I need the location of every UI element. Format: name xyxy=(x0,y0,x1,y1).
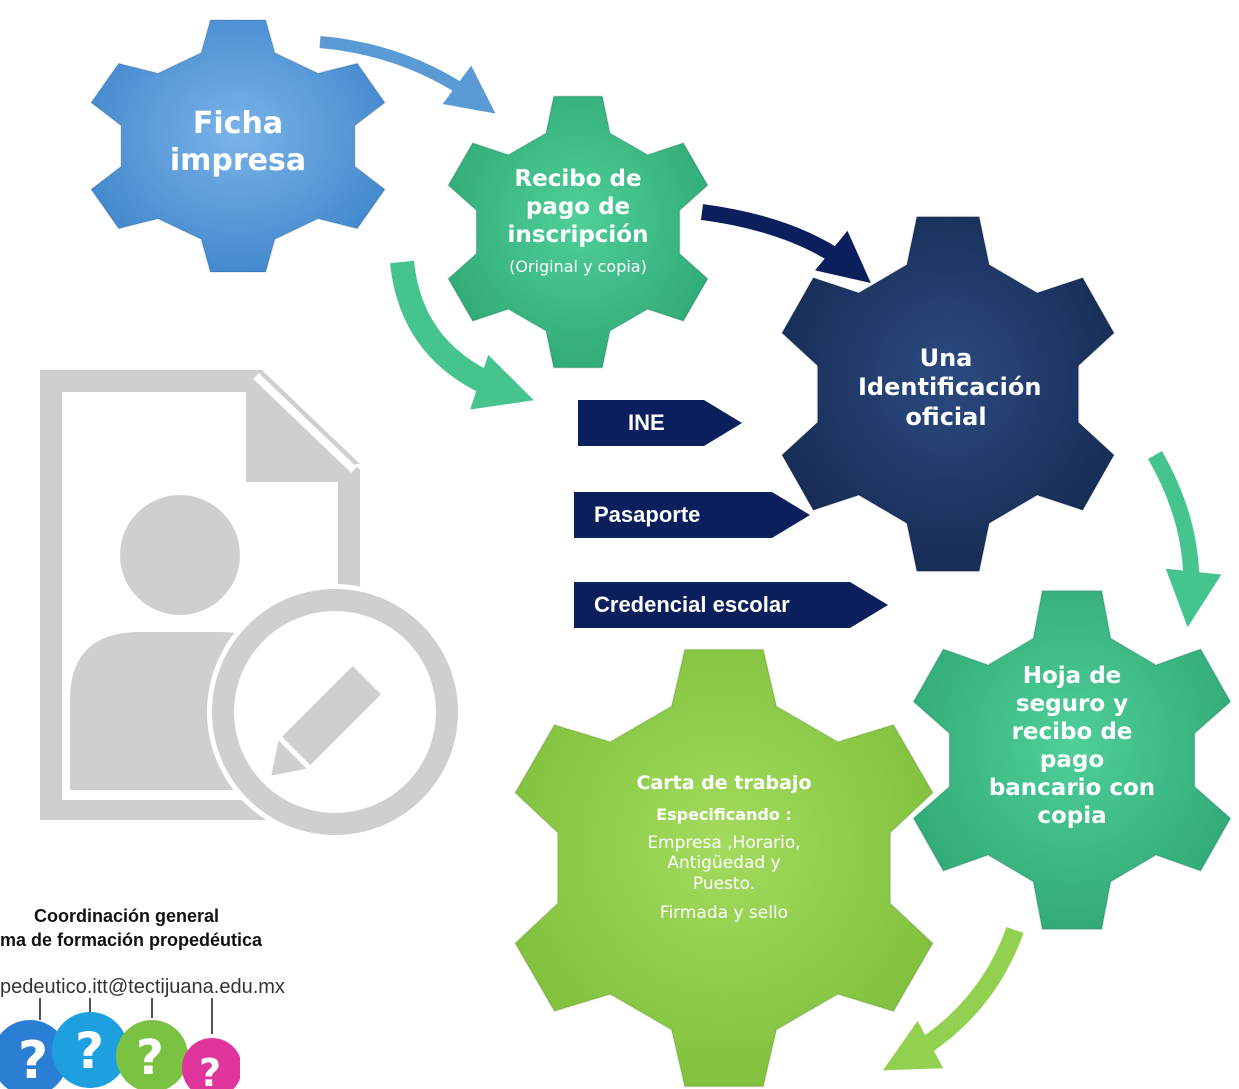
arrow-ficha-to-recibo xyxy=(319,36,496,114)
arrow-hoja-to-carta xyxy=(883,926,1024,1071)
gear-identificacion-label: Una Identificación oficial xyxy=(858,344,1042,432)
id-option-ine-label: INE xyxy=(628,410,665,435)
gear-identificacion-line-2: Identificación xyxy=(858,373,1042,402)
question-badge-icon xyxy=(0,998,68,1089)
id-option-ine: INE xyxy=(578,400,742,446)
arrow-ficha-to-ine xyxy=(390,260,534,410)
gear-carta-title: Carta de trabajo xyxy=(636,772,812,794)
gear-hoja-line-4: pago xyxy=(1039,747,1105,774)
gear-hoja-label: Hoja de seguro y recibo de pago bancario… xyxy=(982,662,1162,830)
footer-line-1: Coordinación general xyxy=(34,906,220,926)
question-mark-1: ? xyxy=(18,1031,48,1089)
gear-identificacion xyxy=(780,215,1116,573)
gear-identificacion-line-3: oficial xyxy=(905,402,987,431)
gear-ficha-line-2: impresa xyxy=(169,142,307,178)
question-badge-icon xyxy=(116,998,188,1089)
gear-recibo-line-2: pago de xyxy=(525,194,631,221)
gear-carta-label: Carta de trabajo Especificando : Empresa… xyxy=(614,772,834,924)
gear-hoja-line-1: Hoja de xyxy=(1022,663,1122,689)
arrow-identificacion-to-hoja xyxy=(1148,451,1222,628)
gear-carta-detail-2: Antigüedad y xyxy=(667,853,781,874)
user-document-edit-icon xyxy=(40,370,463,840)
gear-ficha-label: Ficha impresa xyxy=(150,106,326,179)
question-mark-3: ? xyxy=(136,1030,164,1086)
question-badges: ? ? ? ? xyxy=(0,998,240,1089)
gear-identificacion-line-1: Una xyxy=(919,344,973,372)
gear-ficha xyxy=(89,19,387,273)
question-badge-icon xyxy=(52,998,128,1088)
gear-carta-signature: Firmada y sello xyxy=(659,902,789,923)
gear-recibo-label: Recibo de pago de inscripción (Original … xyxy=(488,165,668,277)
id-option-credencial-label: Credencial escolar xyxy=(594,592,790,617)
gear-hoja-line-6: copia xyxy=(1037,803,1107,830)
gear-ficha-line-1: Ficha xyxy=(192,106,284,141)
question-badge-icon xyxy=(182,998,240,1089)
gear-hoja-line-5: bancario con xyxy=(988,775,1156,802)
footer-email[interactable]: pedeutico.itt@tectijuana.edu.mx xyxy=(0,976,285,998)
footer-line-2: ma de formación propedéutica xyxy=(0,930,263,950)
gear-carta-detail-3: Puesto. xyxy=(692,874,756,895)
gear-recibo-line-1: Recibo de xyxy=(514,166,642,192)
id-option-pasaporte: Pasaporte xyxy=(574,492,810,538)
id-option-pasaporte-label: Pasaporte xyxy=(594,502,701,527)
id-option-credencial: Credencial escolar xyxy=(574,582,888,628)
question-mark-2: ? xyxy=(75,1022,104,1080)
question-mark-4: ? xyxy=(199,1051,221,1089)
gear-hoja xyxy=(912,589,1232,931)
gear-carta xyxy=(513,648,935,1088)
gear-recibo-line-3: inscripción xyxy=(507,222,649,249)
gear-hoja-line-2: seguro y xyxy=(1015,691,1129,718)
gear-carta-detail-1: Empresa ,Horario, xyxy=(647,832,801,853)
gear-hoja-line-3: recibo de xyxy=(1011,719,1133,746)
arrow-recibo-to-identificacion xyxy=(700,204,871,283)
gear-recibo xyxy=(446,95,710,369)
gear-recibo-note: (Original y copia) xyxy=(509,257,647,277)
gear-carta-subtitle: Especificando : xyxy=(656,805,792,825)
